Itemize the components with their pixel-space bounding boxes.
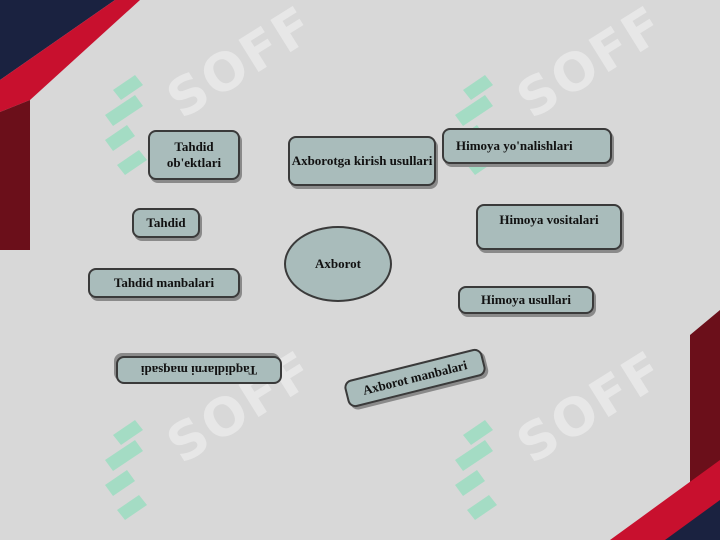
watermark-mark-icon	[455, 420, 497, 520]
frame-corner-top-left-red	[0, 0, 140, 112]
frame-corner-bottom-right-navy	[665, 500, 720, 540]
node-himoya-usullari: Himoya usullari	[458, 286, 594, 314]
node-himoya-yonalishlari: Himoya yo'nalishlari	[442, 128, 612, 164]
node-taqdidlarni-maqsadi: Taqdidlarni maqsadi	[116, 356, 282, 384]
watermark-logo: SOFF	[445, 0, 675, 180]
watermark-logo: SOFF	[445, 340, 675, 525]
node-himoya-vositalari: Himoya vositalari	[476, 204, 622, 250]
node-tahdid-obyektlari: Tahdid ob'ektlari	[148, 130, 240, 180]
center-node: Axborot	[284, 226, 392, 302]
watermark-mark-icon	[455, 75, 497, 175]
node-tahdid-manbalari: Tahdid manbalari	[88, 268, 240, 298]
watermark-mark-icon	[105, 75, 147, 175]
node-axborotga-kirish: Axborotga kirish usullari	[288, 136, 436, 186]
watermark-logo: SOFF	[95, 0, 325, 180]
watermark-logo: SOFF	[95, 340, 325, 525]
frame-left-strip	[0, 100, 30, 250]
node-tahdid: Tahdid	[132, 208, 200, 238]
watermark-mark-icon	[105, 420, 147, 520]
